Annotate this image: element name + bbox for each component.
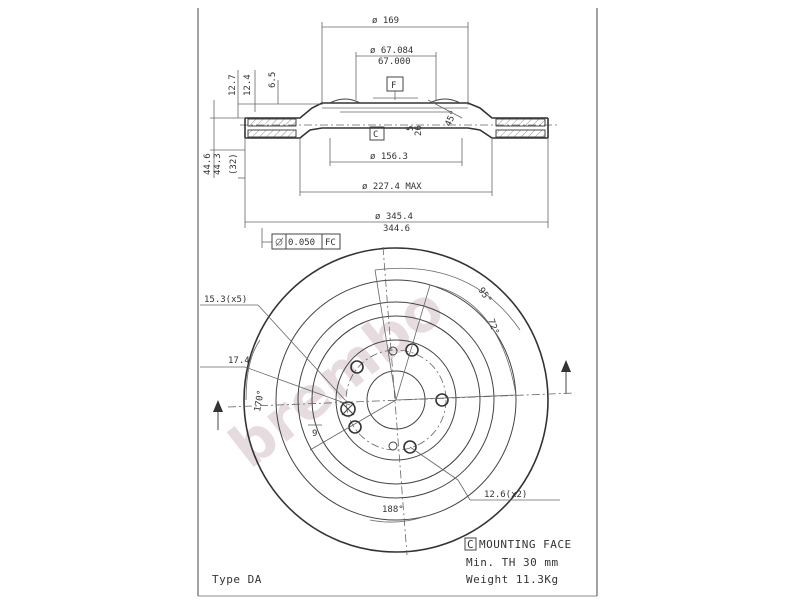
flatness-tol: 0.050: [288, 238, 315, 248]
datum-c-box: [369, 126, 385, 141]
datum-f: F: [391, 81, 396, 91]
dim-72: 72°: [485, 318, 500, 337]
min-thickness: Min. TH 30 mm: [466, 556, 559, 569]
sheet-frame: [197, 8, 598, 597]
dim-inner-26: 26: [414, 125, 424, 136]
dim-188: 188°: [382, 505, 404, 515]
dim-left-12-7: 12.7: [228, 74, 238, 96]
section-arrow-left: [213, 400, 223, 430]
dim-17-4: 17.4: [228, 356, 250, 366]
section-view: ø 169 ø 67.084 67.000 F C 5 26 45°: [203, 16, 560, 250]
dim-left-12-4: 12.4: [243, 74, 253, 96]
front-view: 15.3(x5) 95° 72° 17.4 170° 9 12.6(x2) 18…: [200, 246, 576, 556]
bolt-holes: [340, 343, 449, 454]
mounting-face-label: MOUNTING FACE: [479, 538, 572, 551]
dim-170: 170°: [253, 389, 267, 412]
dim-height-44-6: 44.6: [203, 153, 213, 175]
dim-95: 95°: [476, 286, 494, 305]
dim-12-6: 12.6(x2): [484, 490, 527, 500]
datum-c: C: [373, 130, 378, 140]
dim-left-6-5: 6.5: [268, 72, 278, 88]
weight: Weight 11.3Kg: [466, 573, 559, 586]
dim-hub-upper: ø 67.084: [370, 46, 413, 56]
dim-top-diameter: ø 169: [372, 16, 399, 26]
dim-hub-lower: 67.000: [378, 57, 411, 67]
dim-344-6: 344.6: [383, 224, 410, 234]
type-label: Type DA: [212, 573, 262, 586]
mounting-face-code: C: [467, 538, 474, 551]
dim-height-44-3: 44.3: [213, 153, 223, 175]
dim-9: 9: [312, 429, 317, 439]
dim-345-4: ø 345.4: [375, 212, 413, 222]
dim-height-32: (32): [229, 153, 239, 175]
flatness-frame: [271, 233, 341, 250]
dim-inner-5: 5: [406, 126, 416, 131]
dim-227-4: ø 227.4 MAX: [362, 182, 422, 192]
dim-156-3: ø 156.3: [370, 152, 408, 162]
holes-dim: 15.3(x5): [204, 295, 247, 305]
section-arrow-right: [561, 360, 571, 393]
footer-notes: Type DA C MOUNTING FACE Min. TH 30 mm We…: [212, 537, 572, 586]
flatness-ref: FC: [325, 238, 336, 248]
mounting-face-box: [464, 537, 477, 551]
